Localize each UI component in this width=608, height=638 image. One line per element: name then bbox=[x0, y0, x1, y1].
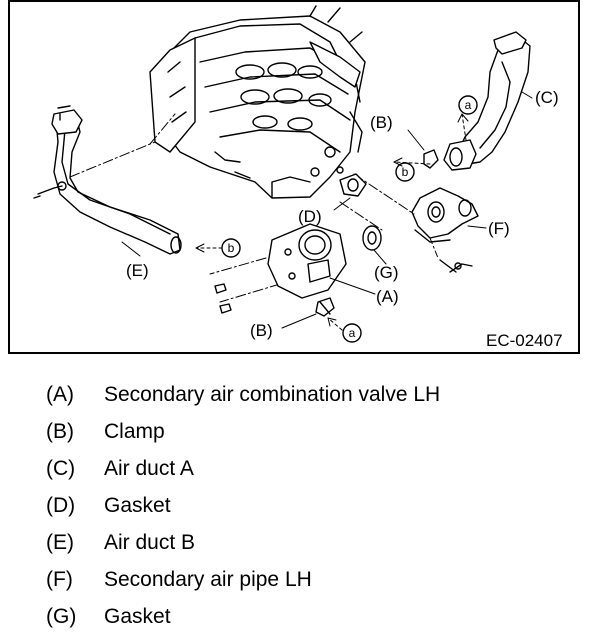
callout-e: (E) bbox=[126, 261, 149, 280]
marker-b-left: b bbox=[228, 241, 235, 255]
callout-d: (D) bbox=[298, 207, 322, 226]
callout-b-lower: (B) bbox=[250, 321, 273, 340]
callout-c: (C) bbox=[535, 88, 559, 107]
air-duct-b-shape bbox=[33, 105, 182, 255]
legend-text: Gasket bbox=[104, 494, 171, 517]
diagram-svg: a b b a (C) (B) (D) (F) (E) (G) (A) (B) … bbox=[33, 5, 563, 350]
gasket-g-shape bbox=[362, 225, 382, 251]
legend-key: (A) bbox=[46, 383, 74, 406]
legend-text: Secondary air pipe LH bbox=[104, 568, 312, 591]
legend-text: Air duct B bbox=[104, 531, 196, 554]
callout-g: (G) bbox=[374, 263, 399, 282]
clamp-upper-shape bbox=[407, 129, 439, 169]
marker-b-right: b bbox=[402, 165, 409, 179]
legend-key: (F) bbox=[46, 568, 73, 591]
marker-a-upper: a bbox=[465, 98, 472, 112]
legend-key: (G) bbox=[46, 605, 77, 628]
secondary-air-pipe-lh-shape bbox=[411, 187, 479, 273]
legend-text: Air duct A bbox=[104, 457, 194, 480]
combination-valve-lh-shape bbox=[214, 223, 347, 314]
legend-key: (B) bbox=[46, 420, 74, 443]
callout-b-upper: (B) bbox=[370, 113, 393, 132]
legend-text: Clamp bbox=[104, 420, 165, 443]
air-duct-a-shape bbox=[443, 31, 531, 171]
legend-key: (C) bbox=[46, 457, 76, 480]
figure-id: EC-02407 bbox=[486, 331, 563, 350]
legend-key: (E) bbox=[46, 531, 74, 554]
callout-f: (F) bbox=[488, 219, 510, 238]
clamp-lower-shape bbox=[315, 297, 335, 317]
marker-a-lower: a bbox=[349, 326, 356, 340]
legend-text: Secondary air combination valve LH bbox=[104, 383, 441, 406]
legend-key: (D) bbox=[46, 494, 76, 517]
callout-a: (A) bbox=[376, 287, 399, 306]
engine-block bbox=[149, 5, 366, 199]
gasket-d-shape bbox=[339, 173, 367, 197]
legend-text: Gasket bbox=[104, 605, 171, 628]
exploded-diagram-figure: a b b a (C) (B) (D) (F) (E) (G) (A) (B) … bbox=[8, 0, 580, 354]
